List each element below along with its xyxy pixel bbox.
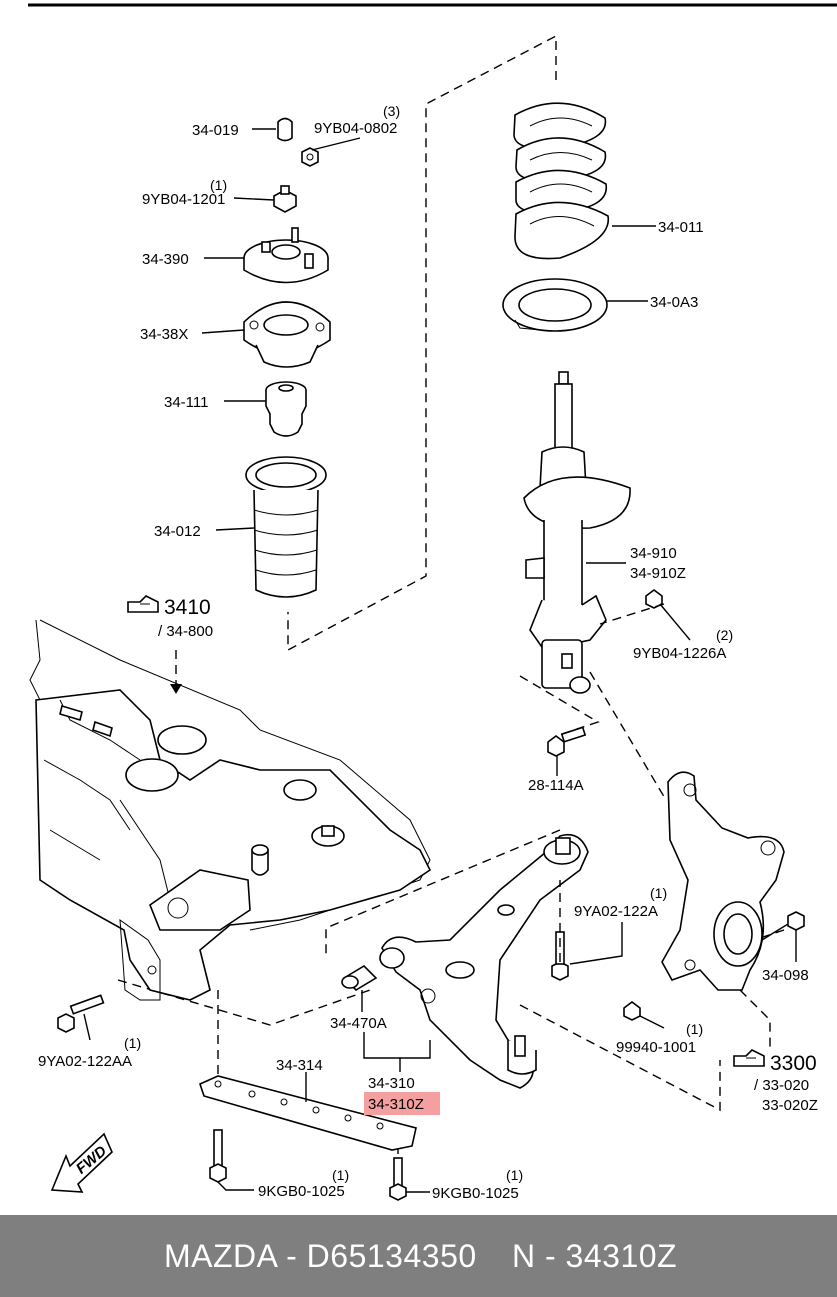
qty-9yb04-0802: (3) <box>383 103 400 119</box>
qty-9ya02-122a: (1) <box>650 885 667 901</box>
qty-9yb04-1226a: (2) <box>716 627 733 643</box>
coil-spring-part <box>513 102 609 260</box>
section-arrow-3410 <box>170 684 182 694</box>
plate-bolt-left-part <box>209 1129 227 1183</box>
footer-brand-part-number: MAZDA - D65134350 <box>164 1237 477 1274</box>
nut-center-part <box>273 185 297 213</box>
label-34-011: 34-011 <box>658 219 704 236</box>
label-34-019: 34-019 <box>192 122 239 139</box>
leader-lines <box>83 128 797 1193</box>
strut-assembly-part <box>523 371 631 694</box>
label-34-910: 34-910 <box>630 545 677 562</box>
bump-cap-part <box>277 117 293 142</box>
label-9ya02-122aa: 9YA02-122AA <box>38 1053 132 1070</box>
arm-bolt-part <box>551 931 569 981</box>
dust-boot-part <box>245 456 327 598</box>
label-9ya02-122a: 9YA02-122A <box>574 903 658 920</box>
hand-pointer-3410-icon <box>127 595 159 613</box>
steering-knuckle-part <box>661 771 785 991</box>
label-34-098: 34-098 <box>762 967 809 984</box>
label-34-310: 34-310 <box>368 1075 415 1092</box>
stiffener-plate-part <box>199 1075 417 1151</box>
highlight-34-310z <box>364 1092 440 1115</box>
label-34-310z: 34-310Z <box>368 1096 424 1113</box>
label-34-800: / 34-800 <box>158 623 213 640</box>
label-33-020z: 33-020Z <box>762 1097 818 1114</box>
lower-arm-part <box>379 833 589 1089</box>
label-34-0a3: 34-0A3 <box>650 294 698 311</box>
label-34-38x: 34-38X <box>140 326 188 343</box>
forward-arrow-icon: FWD <box>50 1132 113 1193</box>
footer-ref-number: N - 34310Z <box>512 1237 678 1274</box>
footer-bar: MAZDA - D65134350 N - 34310Z <box>0 1215 837 1297</box>
plate-bolt-right-part <box>389 1157 407 1201</box>
label-9yb04-0802: 9YB04-0802 <box>314 120 397 137</box>
part-labels: 34-019 (3) 9YB04-0802 (1) 9YB04-1201 34-… <box>38 103 818 1202</box>
spring-seat-part <box>502 278 608 332</box>
label-3410: 3410 <box>164 596 211 619</box>
qty-9kgb0-1025-left: (1) <box>332 1167 349 1183</box>
strut-bolt-part <box>547 726 587 757</box>
label-99940-1001: 99940-1001 <box>616 1039 696 1056</box>
subframe-part <box>29 619 432 1001</box>
label-34-314: 34-314 <box>276 1057 323 1074</box>
label-34-012: 34-012 <box>154 523 201 540</box>
arm-bushing-part <box>341 964 378 992</box>
label-9kgb0-1025-left: 9KGB0-1025 <box>258 1183 345 1200</box>
label-9kgb0-1025-right: 9KGB0-1025 <box>432 1185 519 1202</box>
knuckle-bolt-part <box>761 911 805 941</box>
label-34-390: 34-390 <box>142 251 189 268</box>
label-3300: 3300 <box>770 1052 817 1075</box>
bump-stopper-part <box>265 381 307 437</box>
label-28-114a: 28-114A <box>528 777 584 794</box>
knuckle-nut-part <box>623 1001 641 1021</box>
frame-bolt-left-part <box>57 994 105 1033</box>
qty-9yb04-1201: (1) <box>210 177 227 193</box>
assembly-dashed-lines <box>117 34 771 1160</box>
qty-9kgb0-1025-right: (1) <box>506 1167 523 1183</box>
qty-9ya02-122aa: (1) <box>124 1035 141 1051</box>
label-34-111: 34-111 <box>164 394 208 411</box>
mount-plate-part <box>243 227 329 284</box>
label-33-020: / 33-020 <box>754 1077 809 1094</box>
label-9yb04-1226a: 9YB04-1226A <box>633 645 726 662</box>
label-34-470a: 34-470A <box>330 1015 387 1032</box>
label-9yb04-1201: 9YB04-1201 <box>142 191 225 208</box>
qty-99940-1001: (1) <box>686 1021 703 1037</box>
hand-pointer-3300-icon <box>733 1049 765 1067</box>
nut-upper-part <box>301 147 319 167</box>
strut-mount-part <box>243 301 331 368</box>
label-34-910z: 34-910Z <box>630 565 686 582</box>
exploded-parts-diagram: FWD <box>28 3 837 1202</box>
